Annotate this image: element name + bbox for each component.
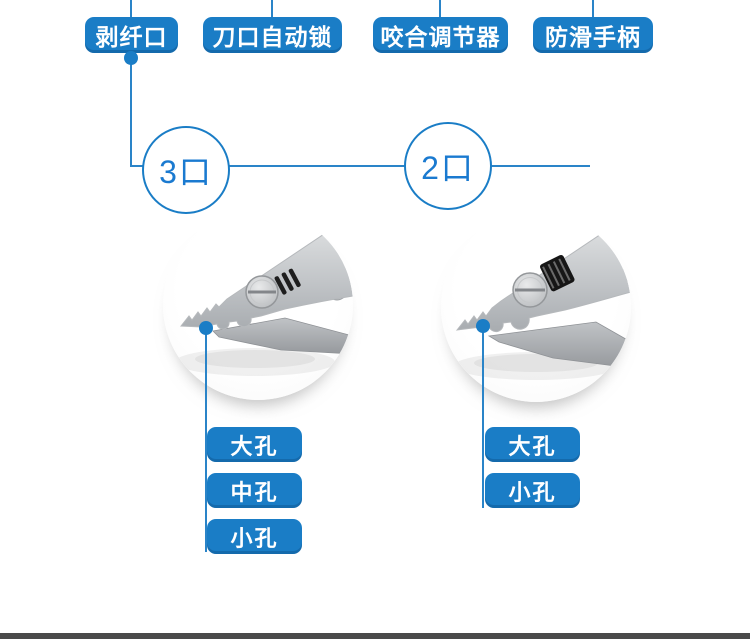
hole-label-pill: 大孔 (485, 427, 580, 462)
connector-line-vertical (130, 63, 132, 167)
tip-marker-dot (476, 319, 490, 333)
connector-line-horizontal (130, 165, 590, 167)
callout-stem-line (271, 0, 273, 18)
callout-stem-line (130, 0, 132, 18)
feature-label-pill: 咬合调节器 (373, 17, 508, 53)
port-count-badge: 2口 (404, 122, 492, 210)
product-photo-circle (163, 210, 353, 400)
product-photo-circle (441, 212, 631, 402)
pliers-tip-image (454, 217, 631, 380)
feature-label-pill: 剥纤口 (85, 17, 178, 53)
tip-leader-line (205, 334, 207, 552)
hole-label-pill: 小孔 (485, 473, 580, 508)
bottom-separator-bar (0, 633, 750, 639)
stamped-marking (540, 255, 575, 292)
pliers-tip-image (175, 215, 353, 376)
hole-label-pill: 中孔 (207, 473, 302, 508)
hole-label-pill: 小孔 (207, 519, 302, 554)
stamped-marking (274, 268, 301, 295)
port-count-badge: 3口 (142, 126, 230, 214)
feature-label-pill: 防滑手柄 (533, 17, 653, 53)
tip-marker-dot (199, 321, 213, 335)
connector-dot (124, 51, 138, 65)
hole-label-pill: 大孔 (207, 427, 302, 462)
tip-leader-line (482, 332, 484, 508)
callout-stem-line (592, 0, 594, 18)
callout-stem-line (439, 0, 441, 18)
feature-label-pill: 刀口自动锁 (203, 17, 342, 53)
